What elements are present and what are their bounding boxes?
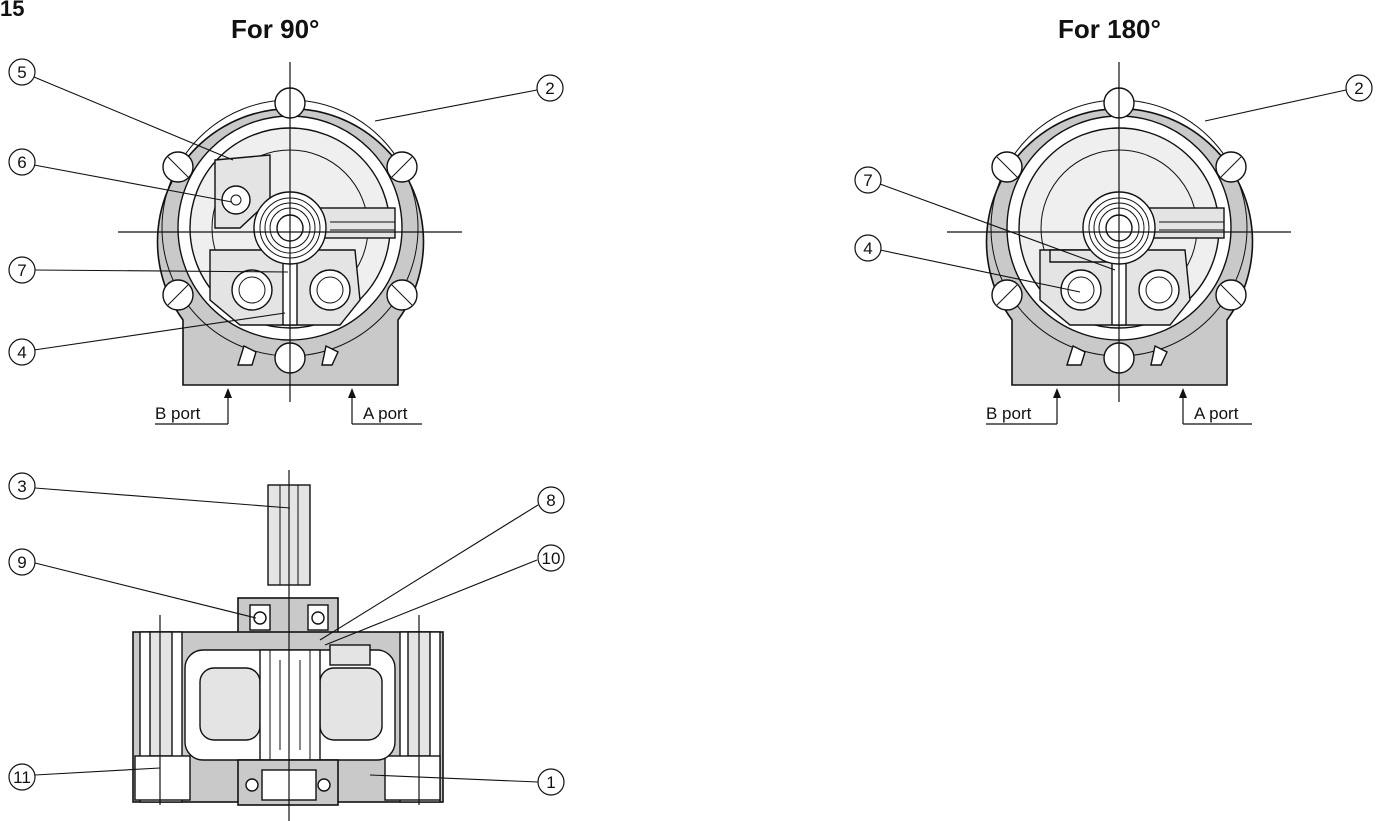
port-boss-b-180	[1066, 345, 1086, 366]
section-view: 3 9 11 8 10 1	[8, 470, 565, 821]
view-90-title: For 90°	[231, 14, 319, 44]
callout-2-180: 2	[1204, 74, 1373, 122]
view-180-title: For 180°	[1058, 14, 1161, 44]
port-hole-left-180	[1060, 269, 1102, 311]
callout-8-section: 8	[319, 486, 565, 641]
callout-10-section: 10	[324, 544, 565, 646]
view-180-degree: For 180°	[854, 14, 1373, 425]
callout-6-90: 6	[8, 148, 233, 203]
port-hole-right-90	[309, 269, 351, 311]
key-slot-180	[1148, 207, 1225, 239]
svg-text:7: 7	[863, 171, 872, 190]
callout-4-180: 4	[854, 234, 1081, 293]
svg-text:2: 2	[1354, 79, 1363, 98]
stopper-section	[329, 644, 371, 666]
callout-2-90: 2	[374, 74, 564, 122]
svg-text:5: 5	[17, 63, 26, 82]
bolt-head	[134, 755, 191, 801]
port-hole-left-90	[231, 269, 273, 311]
left-tie-rod	[149, 631, 173, 757]
svg-text:4: 4	[863, 239, 872, 258]
callout-7-90: 7	[8, 256, 289, 284]
port-hole-right-inner-90	[316, 276, 344, 304]
callout-1-section: 1	[369, 768, 565, 796]
svg-text:7: 7	[17, 261, 26, 280]
svg-text:8: 8	[546, 491, 555, 510]
b-port-label-90: B port	[155, 404, 201, 423]
port-hole-right-180	[1138, 269, 1180, 311]
view-90-degree: For 90°	[8, 14, 564, 425]
svg-text:6: 6	[17, 153, 26, 172]
svg-text:11: 11	[13, 768, 31, 787]
port-hole-left-inner-90	[238, 276, 266, 304]
port-boss-a-180	[1150, 344, 1168, 366]
callout-4-90: 4	[8, 312, 286, 366]
shaft-center-section	[259, 649, 321, 761]
svg-text:4: 4	[17, 343, 26, 362]
svg-text:9: 9	[17, 553, 26, 572]
svg-text:1: 1	[546, 773, 555, 792]
callout-9-section: 9	[8, 548, 257, 619]
callout-7-180: 7	[854, 166, 1116, 271]
port-boss-a-90	[321, 344, 339, 366]
svg-text:10: 10	[542, 549, 561, 568]
a-port-label-180: A port	[1194, 404, 1239, 423]
bolt-holes-180	[991, 87, 1247, 374]
callout-3-section: 3	[8, 472, 291, 509]
b-port-label-180: B port	[986, 404, 1032, 423]
callout-11-section: 11	[8, 763, 161, 791]
vane-pin-center-90	[230, 194, 242, 206]
a-port-label-90: A port	[363, 404, 408, 423]
figure-number: 15	[0, 0, 24, 21]
vane-right-section	[319, 667, 383, 741]
key-slot-90	[319, 207, 396, 239]
svg-text:2: 2	[545, 79, 554, 98]
vane-left-section	[199, 667, 261, 741]
vane-pin-90	[221, 185, 251, 215]
callout-5-90: 5	[8, 58, 234, 161]
port-boss-b-90	[237, 345, 257, 366]
bolt-holes-90	[162, 87, 418, 374]
svg-text:3: 3	[17, 477, 26, 496]
